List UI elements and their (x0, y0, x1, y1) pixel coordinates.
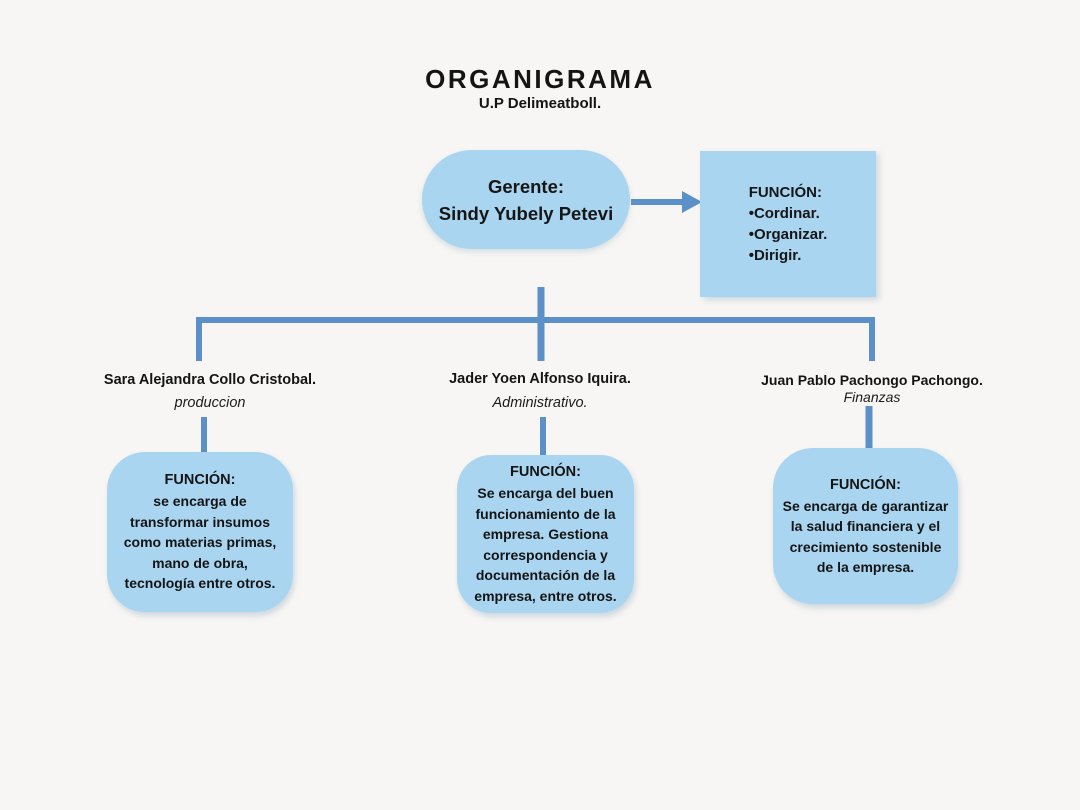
gerente-function-heading: FUNCIÓN: (748, 184, 823, 201)
gerente-title: Gerente: (487, 175, 565, 197)
branch1-function-text: se encarga de transformar insumos como m… (123, 493, 277, 592)
gerente-function-box: FUNCIÓN: •Cordinar. •Organizar. •Dirigir… (700, 151, 876, 297)
arrow-head (682, 191, 702, 213)
gerente-function-item: •Organizar. (748, 226, 828, 243)
page-title: ORGANIGRAMA (425, 64, 655, 94)
branch1-person-name: Sara Alejandra Collo Cristobal. (103, 372, 317, 388)
branch2-role: Administrativo. (492, 395, 588, 411)
branch2-function-heading: FUNCIÓN: (510, 464, 581, 480)
branch2-person-name: Jader Yoen Alfonso Iquira. (449, 371, 631, 387)
node-gerente: Gerente: Sindy Yubely Petevi (422, 150, 630, 249)
branch3-person-name: Juan Pablo Pachongo Pachongo. (761, 372, 983, 388)
branch2-function-box: FUNCIÓN: Se encarga del buen funcionamie… (457, 455, 634, 613)
branch1-function-box: FUNCIÓN: se encarga de transformar insum… (107, 452, 293, 612)
branch3-role: Finanzas (843, 389, 901, 405)
branch1-role: produccion (174, 395, 246, 411)
branch1-function-heading: FUNCIÓN: (164, 472, 236, 489)
branch2-function-text: Se encarga del buen funcionamiento de la… (474, 485, 617, 604)
gerente-name: Sindy Yubely Petevi (438, 202, 614, 224)
gerente-function-item: •Dirigir. (748, 247, 802, 264)
branch3-function-box: FUNCIÓN: Se encarga de garantizar la sal… (773, 448, 958, 604)
branch3-function-text: Se encarga de garantizar la salud financ… (782, 497, 949, 576)
page-subtitle: U.P Delimeatboll. (478, 95, 602, 112)
gerente-function-item: •Cordinar. (748, 205, 820, 222)
branch3-function-heading: FUNCIÓN: (830, 476, 901, 493)
